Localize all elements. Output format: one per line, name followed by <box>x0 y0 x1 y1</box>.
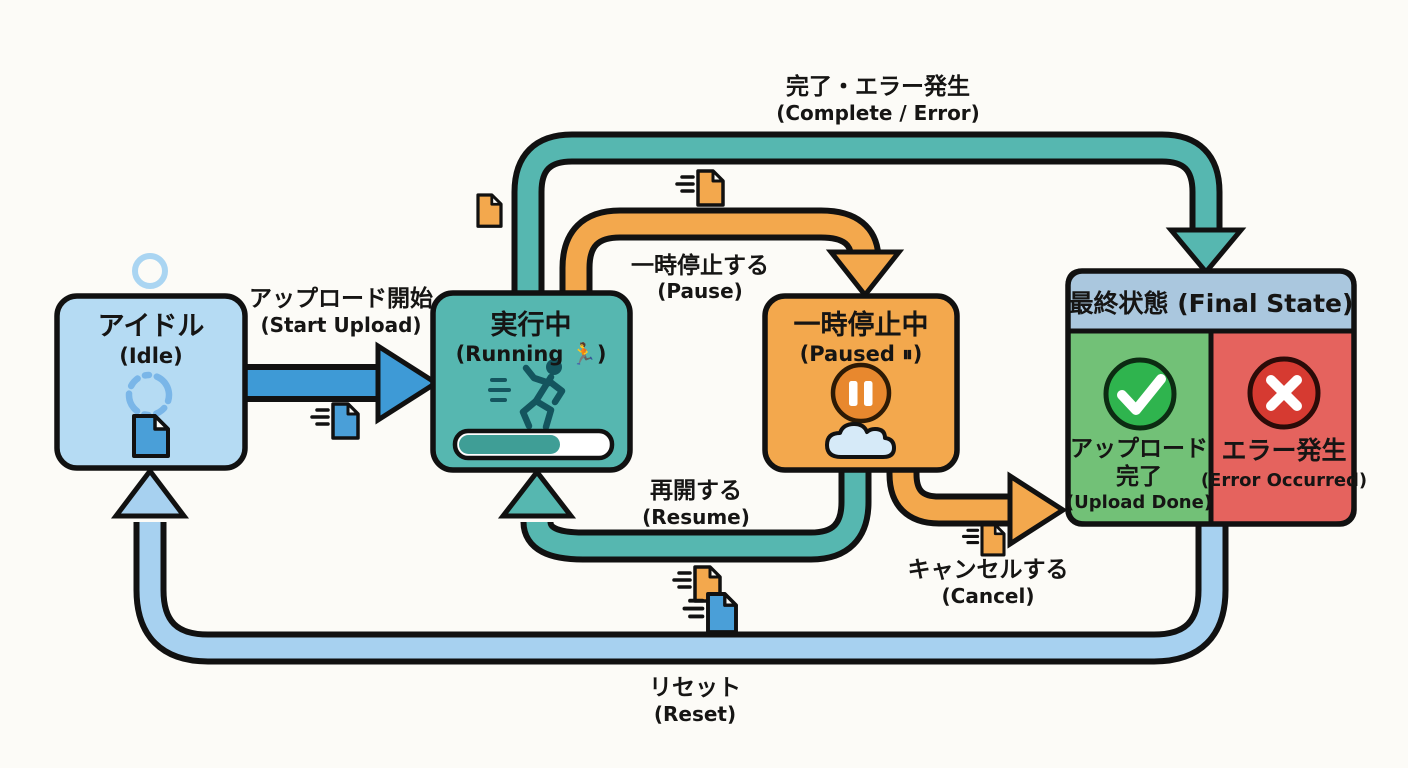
transition-resume-label-ja: 再開する <box>650 478 742 504</box>
flying-document-icon <box>476 193 503 228</box>
state-running-box <box>430 290 633 473</box>
arrow-pause-pipe <box>565 213 876 300</box>
final-state-header-label: 最終状態 (Final State) <box>1069 289 1354 318</box>
arrow-pause-head <box>825 249 905 300</box>
arrow-complete-error <box>511 131 1247 300</box>
error-cross-icon <box>1247 356 1321 430</box>
transition-cancel-label-en: (Cancel) <box>942 584 1035 608</box>
arrow-complete-error-head <box>1165 227 1247 276</box>
state-paused-label-ja: 一時停止中 <box>794 309 929 341</box>
upload-done-label-ja1: アップロード <box>1070 436 1208 462</box>
transition-complete-error-label-en: (Complete / Error) <box>776 101 980 125</box>
state-running-label-en: (Running 🏃) <box>456 341 607 366</box>
transition-start-upload-label-ja: アップロード開始 <box>249 285 433 312</box>
arrow-resume-head <box>497 467 577 519</box>
transition-reset-label-en: (Reset) <box>654 702 736 726</box>
arrow-complete-error-pipe <box>517 137 1217 300</box>
arrow-pause <box>559 207 905 300</box>
arrow-cancel <box>886 457 1068 549</box>
flying-document-icon <box>310 402 360 440</box>
error-occurred-label-en: (Error Occurred) <box>1201 470 1367 491</box>
arrow-resume-pipe <box>526 470 866 557</box>
runner-icon <box>488 359 566 431</box>
flying-document-icon <box>675 169 725 207</box>
cloud-icon <box>825 422 896 459</box>
idle-ring-icon <box>132 253 168 289</box>
transition-resume-label-en: (Resume) <box>642 505 750 529</box>
arrow-start-upload <box>245 341 441 425</box>
transition-cancel-label-ja: キャンセルする <box>908 557 1069 583</box>
transition-pause-label-en: (Pause) <box>657 279 743 303</box>
state-idle-box <box>54 293 248 471</box>
arrow-cancel-pipe <box>892 463 1014 521</box>
pause-icon <box>830 362 892 424</box>
arrow-start-upload-head <box>375 341 441 425</box>
arrow-reset-pipe <box>139 522 1223 659</box>
progress-bar-fill <box>459 435 560 454</box>
upload-done-label-en: (Upload Done) <box>1066 492 1212 513</box>
spinner-icon <box>125 371 173 419</box>
progress-bar <box>452 428 615 461</box>
transition-complete-error-label-ja: 完了・エラー発生 <box>786 73 970 100</box>
state-running-label-ja: 実行中 <box>491 309 572 341</box>
check-icon <box>1103 357 1177 431</box>
arrow-reset-head <box>110 466 190 519</box>
state-idle-label-en: (Idle) <box>119 344 182 368</box>
arrow-resume <box>497 467 872 563</box>
state-paused-label-en: (Paused ⏸) <box>800 342 923 366</box>
state-final-box <box>1065 268 1357 527</box>
state-idle-label-ja: アイドル <box>98 311 205 342</box>
upload-done-label-ja2: 完了 <box>1116 463 1162 490</box>
transition-pause-label-ja: 一時停止する <box>631 252 769 279</box>
arrow-reset <box>110 466 1229 665</box>
flying-document-icon <box>682 592 738 635</box>
document-icon <box>132 414 170 458</box>
arrow-cancel-head <box>1007 471 1068 549</box>
transition-reset-label-ja: リセット <box>649 675 741 701</box>
transition-start-upload-label-en: (Start Upload) <box>260 313 421 337</box>
error-occurred-label-ja: エラー発生 <box>1221 436 1346 465</box>
flying-document-icon <box>961 523 1006 557</box>
